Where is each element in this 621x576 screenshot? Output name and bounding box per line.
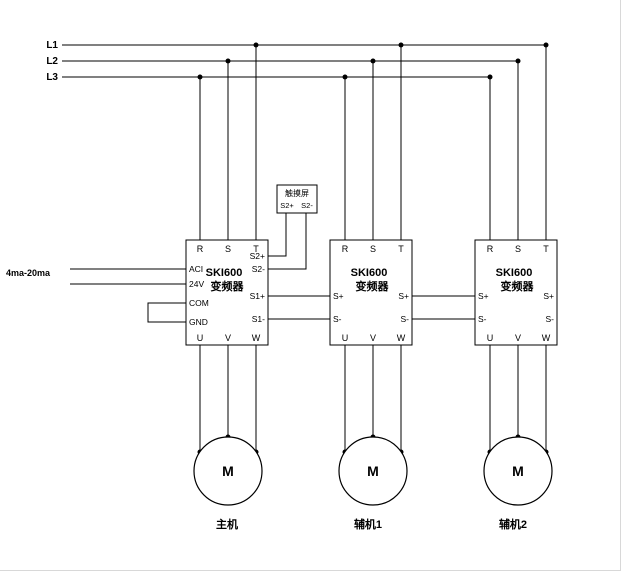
motor3-label: M	[512, 463, 524, 479]
inverter2-terminal-t: T	[398, 244, 404, 254]
inverter3-terminal-r: R	[487, 244, 494, 254]
inverter3-terminal-v: V	[515, 333, 521, 343]
inverter1-terminal-aci: ACI	[189, 264, 203, 274]
inverter2-terminal-sminus-right: S-	[401, 314, 410, 324]
motor2-label: M	[367, 463, 379, 479]
touch-wire-s2minus	[268, 213, 307, 270]
motor3-circle	[483, 436, 553, 506]
touch-panel: 触摸屏 S2+ S2-	[268, 184, 318, 270]
inverter1-terminal-s2plus: S2+	[250, 251, 265, 261]
power-drops	[197, 42, 549, 240]
inverter1-terminal-gnd: GND	[189, 317, 208, 327]
inverter3-type: 变频器	[501, 279, 535, 293]
junction-dot	[515, 58, 521, 64]
inverter1-model: SKI600	[206, 267, 243, 279]
inverter2-terminal-u: U	[342, 333, 349, 343]
junction-dot	[398, 42, 404, 48]
inverter2-terminal-s: S	[370, 244, 376, 254]
junction-dot	[225, 58, 231, 64]
inverter2-box	[329, 239, 413, 346]
motor1-circle	[193, 436, 263, 506]
power-label-l3: L3	[46, 72, 58, 83]
inverter3-terminal-sminus-left: S-	[478, 314, 487, 324]
junction-dot	[370, 58, 376, 64]
inverter1-box	[185, 239, 269, 346]
captions: 主机 辅机1 辅机2	[216, 517, 527, 531]
inverter2-terminal-v: V	[370, 333, 376, 343]
inverter1-type: 变频器	[211, 279, 245, 293]
junction-dot	[197, 74, 203, 80]
inverter1-terminal-s1plus: S1+	[250, 291, 265, 301]
inverter2-terminal-splus-right: S+	[398, 291, 409, 301]
inverter3-model: SKI600	[496, 267, 533, 279]
inverter3-terminal-w: W	[542, 333, 551, 343]
junction-dot	[253, 42, 259, 48]
inverter3-terminal-splus-right: S+	[543, 291, 554, 301]
touch-panel-box	[276, 184, 318, 214]
inverter2-terminal-sminus-left: S-	[333, 314, 342, 324]
caption-slave2: 辅机2	[499, 517, 527, 531]
jumper-com-gnd	[147, 302, 186, 323]
caption-master: 主机	[216, 517, 238, 531]
inverter1-terminal-w: W	[252, 333, 261, 343]
inverter1-terminal-s2minus: S2-	[252, 264, 265, 274]
inverter-2: R S T U V W S+ S- S+ S- SKI600 变频器	[329, 239, 413, 346]
touch-panel-terminal-s2plus: S2+	[280, 201, 294, 210]
inverter3-terminal-s: S	[515, 244, 521, 254]
junction-dot	[342, 74, 348, 80]
inverter2-type: 变频器	[356, 279, 390, 293]
junction-dot	[543, 42, 549, 48]
inverter3-terminal-sminus-right: S-	[546, 314, 555, 324]
motor2-circle	[338, 436, 408, 506]
inverter1-terminal-t: T	[253, 244, 259, 254]
analog-input-label: 4ma-20ma	[6, 268, 51, 278]
inverter1-terminal-r: R	[197, 244, 204, 254]
inverter1-terminal-u: U	[197, 333, 204, 343]
power-bus: L1 L2 L3	[46, 40, 546, 83]
signal-links	[268, 295, 475, 320]
analog-input: 4ma-20ma	[6, 268, 186, 323]
power-label-l2: L2	[46, 56, 58, 67]
inverter2-terminal-splus-left: S+	[333, 291, 344, 301]
caption-slave1: 辅机1	[354, 517, 382, 531]
motor1-label: M	[222, 463, 234, 479]
inverter1-terminal-24v: 24V	[189, 279, 204, 289]
junction-dot	[487, 74, 493, 80]
inverter3-terminal-u: U	[487, 333, 494, 343]
inverter-1: R S T U V W ACI 24V COM GND S2+ S2- S1+ …	[185, 239, 269, 346]
inverter2-terminal-r: R	[342, 244, 349, 254]
inverter-3: R S T U V W S+ S- S+ S- SKI600 变频器	[474, 239, 558, 346]
inverter3-terminal-t: T	[543, 244, 549, 254]
inverter1-terminal-s: S	[225, 244, 231, 254]
inverter2-terminal-w: W	[397, 333, 406, 343]
touch-wire-s2plus	[268, 213, 287, 257]
touch-panel-title: 触摸屏	[285, 188, 309, 198]
inverter3-box	[474, 239, 558, 346]
inverter1-terminal-v: V	[225, 333, 231, 343]
inverter1-terminal-s1minus: S1-	[252, 314, 265, 324]
inverter2-model: SKI600	[351, 267, 388, 279]
power-label-l1: L1	[46, 40, 58, 51]
motors: M M M	[193, 436, 553, 506]
inverter1-terminal-com: COM	[189, 298, 209, 308]
inverter3-terminal-splus-left: S+	[478, 291, 489, 301]
touch-panel-terminal-s2minus: S2-	[301, 201, 313, 210]
